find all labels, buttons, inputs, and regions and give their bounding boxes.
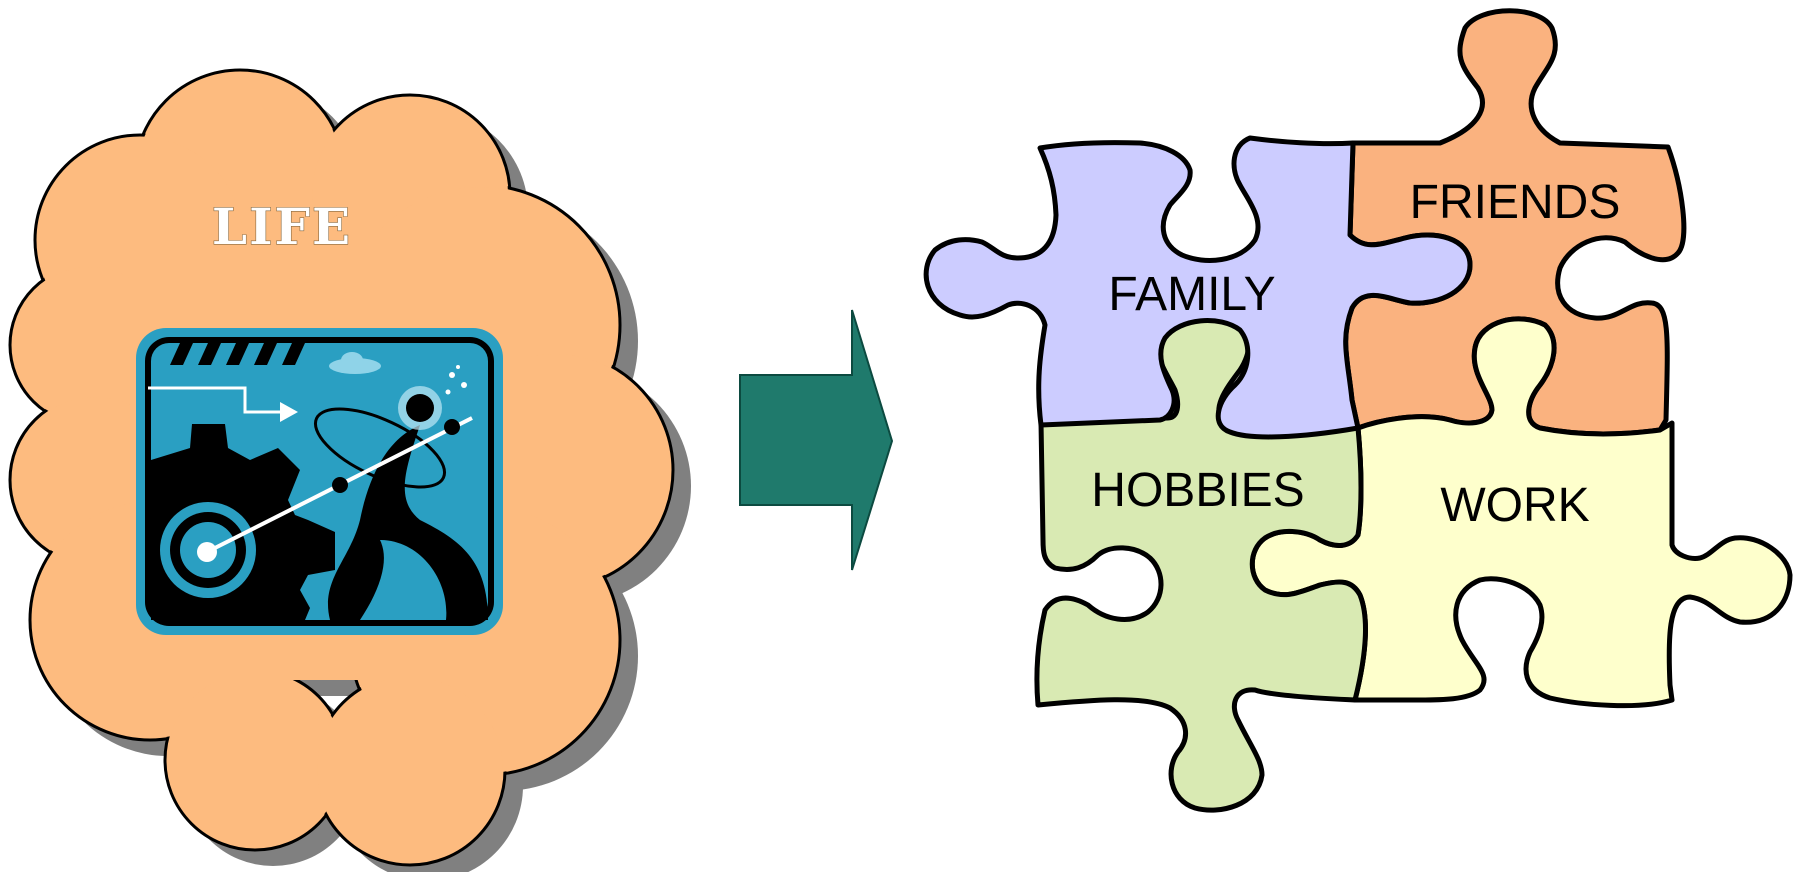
right-arrow-icon [739,309,894,571]
puzzle-piece-family [923,135,1473,440]
puzzle-label-work: WORK [1440,479,1589,532]
puzzle-label-friends: FRIENDS [1410,176,1621,229]
puzzle-label-hobbies: HOBBIES [1091,464,1304,517]
puzzle: FAMILY FRIENDS HOBBIES WORK [923,8,1793,813]
puzzle-label-family: FAMILY [1108,268,1275,321]
life-cloud: LIFE [8,68,691,872]
cloud-title: LIFE [212,197,352,256]
gears-orbit-illustration-icon [136,328,503,635]
